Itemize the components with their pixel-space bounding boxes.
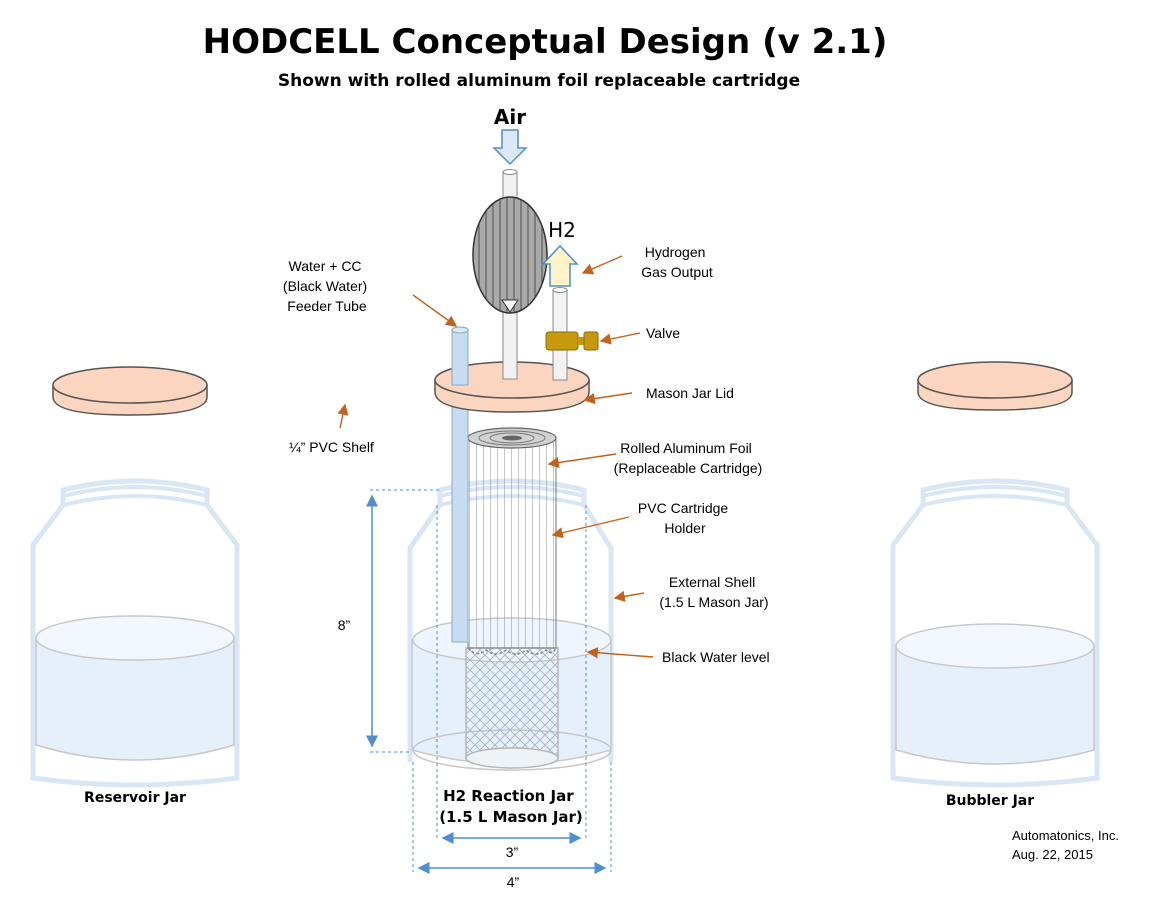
aluminum-foil-cartridge — [467, 427, 557, 655]
diagram-subtitle: Shown with rolled aluminum foil replacea… — [278, 71, 800, 91]
leader-shell — [613, 590, 645, 602]
reservoir-lid — [52, 366, 208, 416]
leader-foil — [547, 453, 617, 469]
reaction-jar-label: H2 Reaction Jar (1.5 L Mason Jar) — [439, 787, 583, 826]
credit-text: Automatonics, Inc. Aug. 22, 2015 — [1012, 828, 1123, 862]
mason-jar-lid — [434, 361, 590, 413]
dimension-outer-width-label: 4” — [507, 874, 520, 890]
bubbler-jar-label: Bubbler Jar — [946, 793, 1034, 809]
h2-label: H2 — [548, 218, 576, 242]
h2-arrow-icon — [541, 244, 579, 287]
dimension-guides — [370, 489, 612, 872]
leader-mason-lid — [583, 392, 633, 405]
feeder-tube-top — [451, 329, 469, 386]
valve-icon — [545, 331, 599, 351]
leader-feeder-tube — [412, 294, 458, 327]
drying-bulb — [472, 196, 548, 314]
water-level-label: Black Water level — [662, 649, 770, 665]
pvc-cartridge-holder — [465, 647, 559, 769]
leader-water-level — [586, 647, 654, 659]
diagram-title: HODCELL Conceptual Design (v 2.1) — [203, 22, 888, 62]
bubbler-jar — [890, 478, 1100, 788]
holder-label: PVC Cartridge Holder — [638, 500, 732, 536]
leader-holder — [551, 516, 630, 539]
foil-label: Rolled Aluminum Foil (Replaceable Cartri… — [614, 440, 763, 476]
leader-valve — [599, 332, 641, 345]
dimension-inner-width-label: 3” — [506, 844, 519, 860]
air-arrow-icon — [492, 129, 528, 166]
bubbler-lid — [917, 361, 1073, 411]
air-label: Air — [494, 105, 526, 129]
valve-label: Valve — [646, 325, 680, 341]
leader-hydrogen-output — [581, 255, 623, 275]
reservoir-jar — [30, 478, 240, 788]
dimension-height-label: 8” — [338, 617, 351, 633]
mason-lid-label: Mason Jar Lid — [646, 385, 734, 401]
leader-pvc-shelf — [337, 403, 349, 429]
pvc-shelf-label: ¼” PVC Shelf — [289, 439, 374, 455]
shell-label: External Shell (1.5 L Mason Jar) — [659, 574, 768, 610]
reservoir-jar-label: Reservoir Jar — [84, 790, 186, 806]
feeder-tube-label: Water + CC (Black Water) Feeder Tube — [283, 258, 371, 314]
hydrogen-output-label: Hydrogen Gas Output — [641, 244, 713, 280]
